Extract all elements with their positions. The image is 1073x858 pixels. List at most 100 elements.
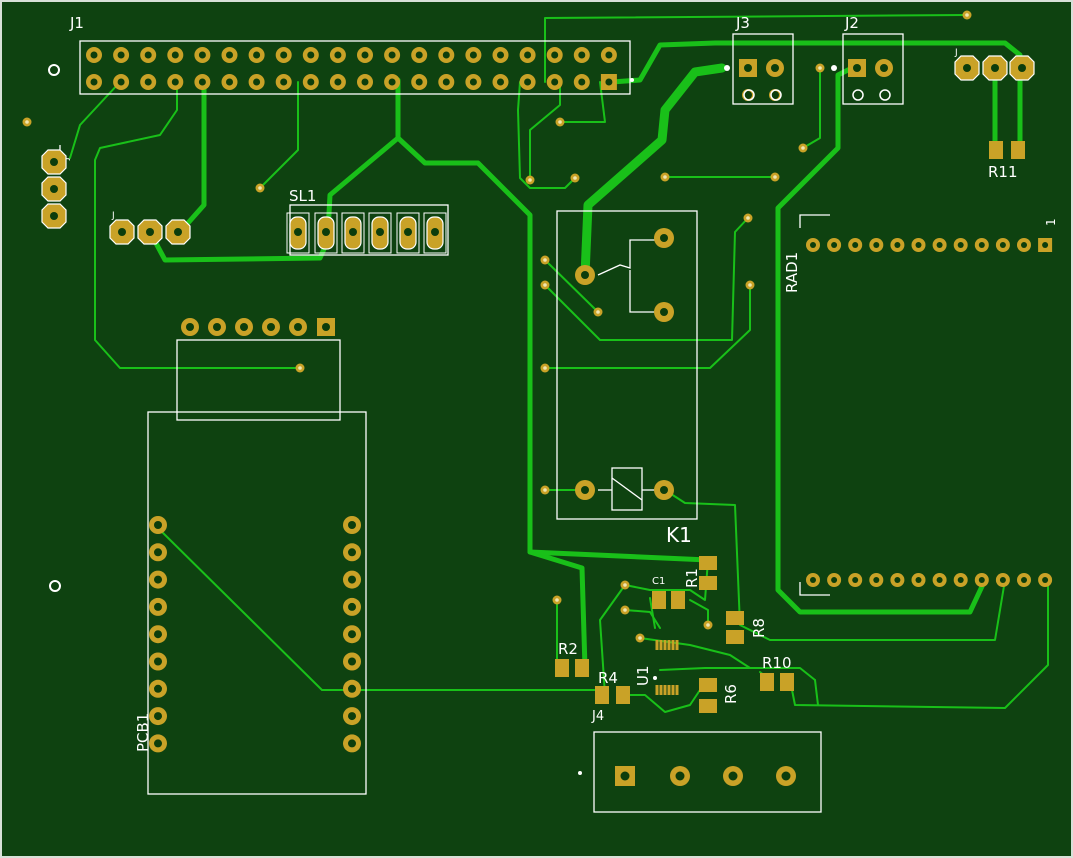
via-hole bbox=[573, 176, 577, 180]
j7-pin-hole bbox=[50, 158, 58, 166]
pcb1-left-pin-hole bbox=[154, 684, 162, 693]
j6-pin-hole bbox=[174, 228, 182, 236]
u1-pad bbox=[655, 685, 659, 695]
u1-pad bbox=[671, 640, 675, 650]
sl1-pin-outline bbox=[286, 212, 310, 254]
pcb1-top-pin-square-hole bbox=[322, 323, 330, 331]
pcb1-top-pin-hole bbox=[186, 323, 194, 331]
c1-pad-a bbox=[652, 591, 666, 609]
label-pcb1: PCB1 bbox=[134, 713, 152, 752]
pcb1-left-pin-hole bbox=[154, 575, 162, 584]
k1-pin-hole bbox=[660, 486, 668, 494]
sl1-pin-hole bbox=[431, 228, 439, 236]
via-hole bbox=[623, 608, 627, 612]
rad1-bottom-pin-hole bbox=[873, 577, 880, 583]
mounting-hole-bottom bbox=[49, 580, 61, 592]
pin1-marker-j1 bbox=[630, 78, 634, 82]
pin1-marker-j4 bbox=[578, 771, 582, 775]
rad1-bottom-pin-hole bbox=[852, 577, 859, 583]
label-r4: R4 bbox=[598, 669, 618, 687]
k1-pin-hole bbox=[581, 271, 589, 279]
rad1-top-pin-hole bbox=[894, 242, 901, 248]
j1-pin-hole bbox=[307, 51, 315, 59]
label-rad1: RAD1 bbox=[783, 252, 801, 293]
rad1-top-pin-hole bbox=[999, 242, 1006, 248]
u1-pad bbox=[663, 685, 667, 695]
j1-pin-hole bbox=[605, 51, 613, 59]
via-hole bbox=[298, 366, 302, 370]
j1-pin-hole bbox=[578, 78, 586, 86]
label-j4: J4 bbox=[591, 709, 604, 724]
u1-pad bbox=[655, 640, 659, 650]
sl1-pin-outline bbox=[368, 212, 392, 254]
j1-pin-hole bbox=[551, 51, 559, 59]
r1-pad-a bbox=[699, 556, 717, 570]
rad1-bottom-pin-hole bbox=[1021, 577, 1027, 583]
label-j1: J1 bbox=[69, 14, 84, 32]
j2-pin-1-hole bbox=[853, 64, 861, 72]
via-hole bbox=[623, 583, 627, 587]
pcb1-right-pin-hole bbox=[348, 602, 356, 611]
label-k1: K1 bbox=[666, 523, 692, 547]
pcb1-left-pin-hole bbox=[154, 602, 162, 611]
sl1-pin-outline bbox=[314, 212, 338, 254]
j4-pin-hole bbox=[728, 771, 738, 781]
pcb1-left-pin-hole bbox=[154, 521, 162, 529]
j1-pin-hole bbox=[551, 78, 559, 86]
j6-pin-hole bbox=[146, 228, 154, 236]
j4-pin-hole bbox=[675, 771, 685, 781]
j1-pin-hole bbox=[226, 78, 233, 86]
u1-pad bbox=[659, 640, 663, 650]
j1-pin-hole bbox=[469, 78, 477, 86]
via-hole bbox=[801, 146, 805, 150]
j1-pin-hole bbox=[280, 51, 288, 59]
rad1-top-pin-hole bbox=[831, 242, 838, 248]
via-hole bbox=[543, 283, 547, 287]
j1-pin-hole bbox=[361, 78, 369, 86]
j1-pin-hole bbox=[253, 78, 261, 86]
pcb1-top-pin-hole bbox=[213, 323, 221, 331]
r4-pad-b bbox=[616, 686, 630, 704]
j1-pin-hole bbox=[334, 78, 342, 86]
traces bbox=[69, 14, 1049, 713]
via-hole bbox=[638, 636, 642, 640]
rad1-top-pin-hole bbox=[852, 242, 859, 248]
j1-pin-hole bbox=[524, 78, 532, 86]
via-hole bbox=[528, 178, 532, 182]
j3-pin-1-hole bbox=[744, 64, 752, 72]
rad1-top-pin-hole bbox=[810, 242, 816, 248]
pcb1-left-pin-hole bbox=[154, 548, 162, 557]
pcb1-left-pin-hole bbox=[154, 630, 162, 639]
label-r1: R1 bbox=[683, 568, 701, 588]
rad1-top-pin-hole bbox=[873, 242, 880, 248]
silkscreen bbox=[59, 33, 904, 813]
pcb1-left-pin-hole bbox=[154, 657, 162, 666]
j1-pin-square-hole bbox=[605, 78, 613, 86]
via-hole bbox=[543, 258, 547, 262]
r8-pad-b bbox=[726, 630, 744, 644]
label-sl1: SL1 bbox=[289, 187, 316, 205]
rad1-bottom-pin-hole bbox=[978, 577, 985, 583]
k1-pin-hole bbox=[660, 234, 668, 242]
j1-pin-hole bbox=[497, 78, 504, 86]
label-u1: U1 bbox=[634, 665, 652, 686]
j1-pin-hole bbox=[442, 78, 450, 86]
label-j3: J3 bbox=[735, 14, 750, 32]
j1-pin-hole bbox=[198, 51, 206, 59]
j6-pin-hole bbox=[118, 228, 126, 236]
rad1-bottom-pin-hole bbox=[999, 577, 1006, 583]
pcb1-top-pin-hole bbox=[294, 323, 302, 331]
rad1-bottom-pin-hole bbox=[936, 577, 943, 583]
rad1-bottom-pin-hole bbox=[957, 577, 964, 583]
j7-pin-hole bbox=[50, 212, 58, 220]
u1-pad bbox=[675, 640, 679, 650]
r4-pad-a bbox=[595, 686, 609, 704]
j5-pin-hole bbox=[963, 64, 971, 72]
j3-mount-ring bbox=[743, 89, 755, 101]
label-c1: C1 bbox=[652, 576, 665, 587]
u1-pad bbox=[659, 685, 663, 695]
j1-pin-hole bbox=[280, 78, 288, 86]
j5-pin-hole bbox=[1018, 64, 1026, 72]
